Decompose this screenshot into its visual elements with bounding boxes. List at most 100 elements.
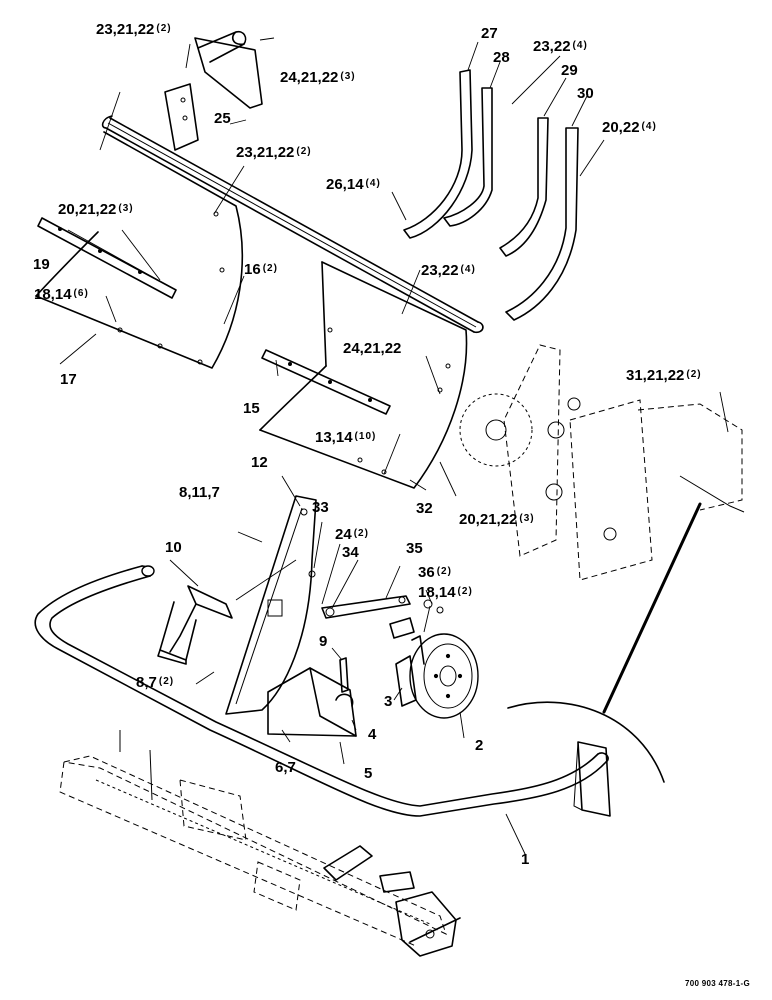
gauge-wheel-2 xyxy=(395,633,479,719)
callout-label: 24 xyxy=(335,526,352,543)
callout-qty: (4) xyxy=(641,121,657,132)
top-left-bracket xyxy=(164,30,263,151)
callout-label: 16 xyxy=(244,261,261,278)
callout-label: 10 xyxy=(165,539,182,556)
callout-15: 15 xyxy=(243,401,260,416)
callout-6-7: 6,7 xyxy=(275,760,296,775)
callout-36-2: 36(2) xyxy=(418,565,452,580)
callout-16-2: 16(2) xyxy=(244,262,278,277)
base-frame xyxy=(59,730,461,957)
callout-qty: (6) xyxy=(73,288,89,299)
callout-label: 6,7 xyxy=(275,759,296,776)
callout-qty: (4) xyxy=(572,40,588,51)
callout-20-21-22-right: 20,21,22(3) xyxy=(459,512,535,527)
callout-24-21-22: 24,21,22 xyxy=(343,341,401,356)
callout-label: 32 xyxy=(416,500,433,517)
callout-35: 35 xyxy=(406,541,423,556)
callout-20-21-22-left: 20,21,22(3) xyxy=(58,202,134,217)
callout-24-2: 24(2) xyxy=(335,527,369,542)
callout-13-14-10: 13,14(10) xyxy=(315,430,376,445)
callout-19: 19 xyxy=(33,257,50,272)
callout-23-22-4-top: 23,22(4) xyxy=(533,39,588,54)
callout-label: 4 xyxy=(368,726,377,743)
callout-33: 33 xyxy=(312,500,329,515)
callout-label: 20,21,22 xyxy=(58,201,117,218)
callout-qty: (2) xyxy=(158,676,175,687)
callout-18-14-2: 18,14(2) xyxy=(418,585,473,600)
callout-18-14-6: 18,14(6) xyxy=(34,287,89,302)
callout-label: 30 xyxy=(577,85,594,102)
callout-23-22-4-mid: 23,22(4) xyxy=(421,263,476,278)
callout-5: 5 xyxy=(364,766,372,781)
callout-27: 27 xyxy=(481,26,498,41)
callout-label: 9 xyxy=(319,633,328,650)
callout-label: 20,21,22 xyxy=(459,511,518,528)
callout-3: 3 xyxy=(384,694,392,709)
callout-qty: (10) xyxy=(354,431,377,442)
strip-15 xyxy=(261,349,391,415)
right-frame-assembly xyxy=(459,344,745,581)
link-34-35 xyxy=(321,595,444,639)
callout-label: 2 xyxy=(475,737,484,754)
shaft-25 xyxy=(101,115,484,334)
drawing-number: 700 903 478-1-G xyxy=(685,979,750,988)
strip-19 xyxy=(37,217,177,299)
panel-32 xyxy=(259,261,468,489)
callout-label: 23,21,22 xyxy=(236,144,295,161)
curved-strips xyxy=(403,69,579,321)
callout-qty: (2) xyxy=(156,23,172,34)
callout-qty: (4) xyxy=(365,178,381,189)
wheel-bracket-5 xyxy=(267,667,357,737)
callout-label: 33 xyxy=(312,499,329,516)
callout-12: 12 xyxy=(251,455,268,470)
callout-4: 4 xyxy=(368,727,376,742)
callout-label: 24,21,22 xyxy=(343,340,402,357)
callout-2: 2 xyxy=(475,738,483,753)
callout-qty: (3) xyxy=(118,203,134,214)
callout-label: 19 xyxy=(33,256,50,273)
callout-label: 24,21,22 xyxy=(280,69,339,86)
callout-label: 20,22 xyxy=(602,119,640,136)
callout-qty: (3) xyxy=(340,71,356,82)
callout-label: 15 xyxy=(243,400,260,417)
callout-label: 23,22 xyxy=(533,38,571,55)
callout-qty: (2) xyxy=(457,586,473,597)
callout-label: 31,21,22 xyxy=(626,367,685,384)
callout-34: 34 xyxy=(342,545,359,560)
callout-label: 8,7 xyxy=(136,674,157,691)
callout-label: 35 xyxy=(406,540,423,557)
leader-lines-lower xyxy=(169,475,527,857)
callout-qty: (3) xyxy=(519,513,535,524)
callout-label: 8,11,7 xyxy=(179,484,220,501)
callout-23-21-22-mid: 23,21,22(2) xyxy=(236,145,312,160)
callout-32: 32 xyxy=(416,501,433,516)
callout-label: 29 xyxy=(561,62,578,79)
callout-17: 17 xyxy=(60,372,77,387)
hoop-tube-1 xyxy=(34,565,611,817)
callout-label: 18,14 xyxy=(418,584,456,601)
callout-label: 28 xyxy=(493,49,510,66)
callout-30: 30 xyxy=(577,86,594,101)
callout-label: 13,14 xyxy=(315,429,353,446)
panel-17 xyxy=(35,131,244,369)
callout-label: 3 xyxy=(384,693,393,710)
callout-label: 34 xyxy=(342,544,359,561)
callout-qty: (4) xyxy=(460,264,476,275)
callout-10: 10 xyxy=(165,540,182,555)
callout-label: 5 xyxy=(364,765,373,782)
callout-26-14-4: 26,14(4) xyxy=(326,177,381,192)
callout-label: 17 xyxy=(60,371,77,388)
callout-28: 28 xyxy=(493,50,510,65)
callout-23-21-22-top-left: 23,21,22(2) xyxy=(96,22,172,37)
callout-29: 29 xyxy=(561,63,578,78)
callout-label: 1 xyxy=(521,851,530,868)
arm-10 xyxy=(157,585,233,665)
callout-qty: (2) xyxy=(686,369,702,380)
callout-qty: (2) xyxy=(353,528,369,539)
callout-25: 25 xyxy=(214,111,231,126)
callout-20-22-4: 20,22(4) xyxy=(602,120,657,135)
callout-label: 25 xyxy=(214,110,231,127)
callout-label: 12 xyxy=(251,454,268,471)
